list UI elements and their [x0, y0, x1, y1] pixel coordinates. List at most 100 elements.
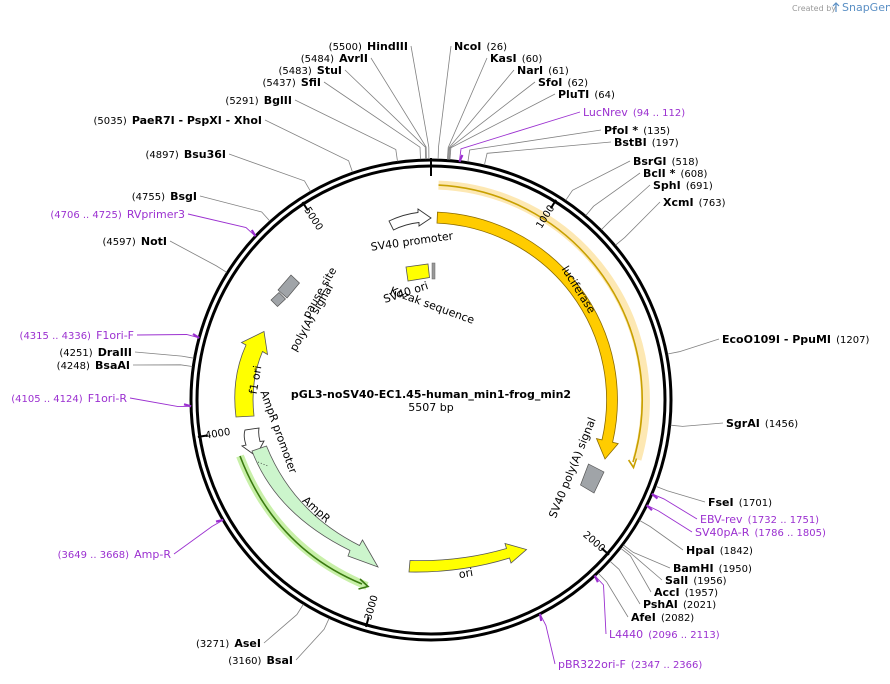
site-position: (5500): [329, 42, 362, 53]
site-label-bsaai: (4248) BsaAI: [57, 354, 130, 373]
site-marks: [183, 154, 659, 622]
site-label-lucnrev: LucNrev (94 .. 112): [583, 101, 685, 120]
site-name: NotI: [141, 235, 167, 248]
site-label-acci: AccI (1957): [654, 581, 718, 600]
callout-sfoi: [448, 81, 536, 160]
site-name: HindIII: [367, 40, 408, 53]
primer-mark-rvprimer3: [250, 229, 257, 237]
sv40-promoter-arrow: [388, 208, 432, 231]
site-name: LucNrev: [583, 106, 628, 119]
feature-label-sv40-promoter: SV40 promoter: [370, 229, 455, 253]
callout-bamhi: [623, 544, 671, 569]
site-label-bstbi: BstBI (197): [614, 131, 679, 150]
callout-afei: [598, 573, 629, 618]
callout-sphi: [601, 184, 651, 230]
site-name: RVprimer3: [127, 208, 185, 221]
site-label-bsrgi: BsrGI (518): [633, 150, 699, 169]
site-label-pfoi: PfoI * (135): [604, 119, 670, 138]
site-label-hindiii: (5500) HindIII: [329, 35, 408, 54]
callout-pfoi: [467, 129, 602, 162]
tick-label-3000: 3000: [363, 594, 381, 621]
callout-sali: [621, 546, 663, 581]
tick-mark-3000: [364, 616, 370, 628]
ampr-thin-arrow-head: [358, 578, 370, 590]
feature-label-ori: ori: [458, 566, 474, 581]
site-label-sfii: (5437) SfiI: [262, 71, 321, 90]
callout-noti: [169, 240, 227, 273]
site-label-f1ori-f: (4315 .. 4336) F1ori-F: [20, 324, 134, 343]
site-label-bamhi: BamHI (1950): [673, 557, 752, 576]
callout-draiii: [134, 351, 194, 359]
site-position: (608): [680, 169, 707, 180]
site-name: SalI: [665, 574, 688, 587]
tick-mark-5000: [301, 201, 309, 212]
luciferase-arrow: [436, 211, 619, 460]
callout-pluti: [449, 93, 556, 160]
tick-mark-4000: [197, 434, 208, 438]
callout-bsaai: [132, 364, 193, 367]
site-position: (1956): [693, 576, 726, 587]
site-position: (1207): [836, 335, 869, 346]
site-position: (1701): [739, 498, 772, 509]
callout-stui: [344, 69, 426, 160]
ori-arrow: [408, 542, 528, 573]
site-position: (64): [594, 90, 615, 101]
site-name: XcmI: [663, 196, 694, 209]
site-name: AccI: [654, 586, 680, 599]
site-position: (3649 .. 3668): [58, 550, 130, 561]
primer-mark-f1ori-f: [192, 333, 200, 339]
callout-bcli: [585, 172, 641, 216]
plasmid-name: pGL3-noSV40-EC1.45-human_min1-frog_min2: [291, 388, 571, 401]
primer-mark-ebv-rev: [651, 492, 659, 500]
site-name: BsaAI: [95, 359, 130, 372]
site-position: (2082): [661, 613, 694, 624]
site-position: (4251): [59, 348, 92, 359]
site-position: (1842): [720, 546, 753, 557]
site-position: (3271): [196, 639, 229, 650]
site-label-l4440: L4440 (2096 .. 2113): [609, 623, 720, 642]
site-name: F1ori-F: [96, 329, 134, 342]
kozak-box: [431, 262, 436, 280]
site-name: BstBI: [614, 136, 647, 149]
site-name: BglII: [264, 94, 292, 107]
site-position: (5035): [93, 116, 126, 127]
site-label-stui: (5483) StuI: [279, 59, 342, 78]
callout-f1ori-f: [136, 334, 199, 339]
callout-rvprimer3: [187, 213, 256, 236]
site-name: BamHI: [673, 562, 714, 575]
site-position: (26): [486, 42, 507, 53]
site-name: BsaI: [267, 654, 293, 667]
site-position: (94 .. 112): [633, 108, 685, 119]
site-labels: (5500) HindIII(5484) AvrII(5483) StuI(54…: [11, 35, 869, 671]
primer-mark-pbr322ori-f: [538, 613, 543, 622]
ampr-thin-arrow: [239, 455, 363, 585]
feature-label-luciferase: luciferase: [559, 264, 599, 316]
site-position: (4105 .. 4124): [11, 394, 83, 405]
site-label-afei: AfeI (2082): [631, 606, 694, 625]
callout-avrii: [370, 57, 427, 160]
site-position: (2347 .. 2366): [631, 660, 703, 671]
site-name: EcoO109I - PpuMI: [722, 333, 831, 346]
primer-mark-f1ori-r: [183, 403, 192, 408]
site-name: SgrAI: [726, 417, 760, 430]
site-name: StuI: [317, 64, 342, 77]
site-name: pBR322ori-F: [558, 658, 626, 671]
credit-text: Created by: [792, 4, 836, 13]
credit-brand: SnapGene: [842, 1, 890, 14]
site-position: (1732 .. 1751): [748, 515, 820, 526]
site-name: PshAI: [643, 598, 678, 611]
site-name: Bsu36I: [184, 148, 226, 161]
callout-kasi: [447, 57, 488, 160]
site-label-sali: SalI (1956): [665, 569, 727, 588]
site-label-pshai: PshAI (2021): [643, 593, 716, 612]
site-position: (1950): [719, 564, 752, 575]
site-position: (1456): [765, 419, 798, 430]
callout-lucnrev: [459, 111, 581, 161]
site-name: BsgI: [170, 190, 197, 203]
site-label-ebv-rev: EBV-rev (1732 .. 1751): [700, 508, 819, 527]
tick-mark-2000: [600, 547, 610, 556]
site-name: AseI: [234, 637, 261, 650]
luciferase-thin-arrow: [438, 184, 643, 463]
site-position: (5484): [301, 54, 334, 65]
site-position: (4315 .. 4336): [20, 331, 92, 342]
